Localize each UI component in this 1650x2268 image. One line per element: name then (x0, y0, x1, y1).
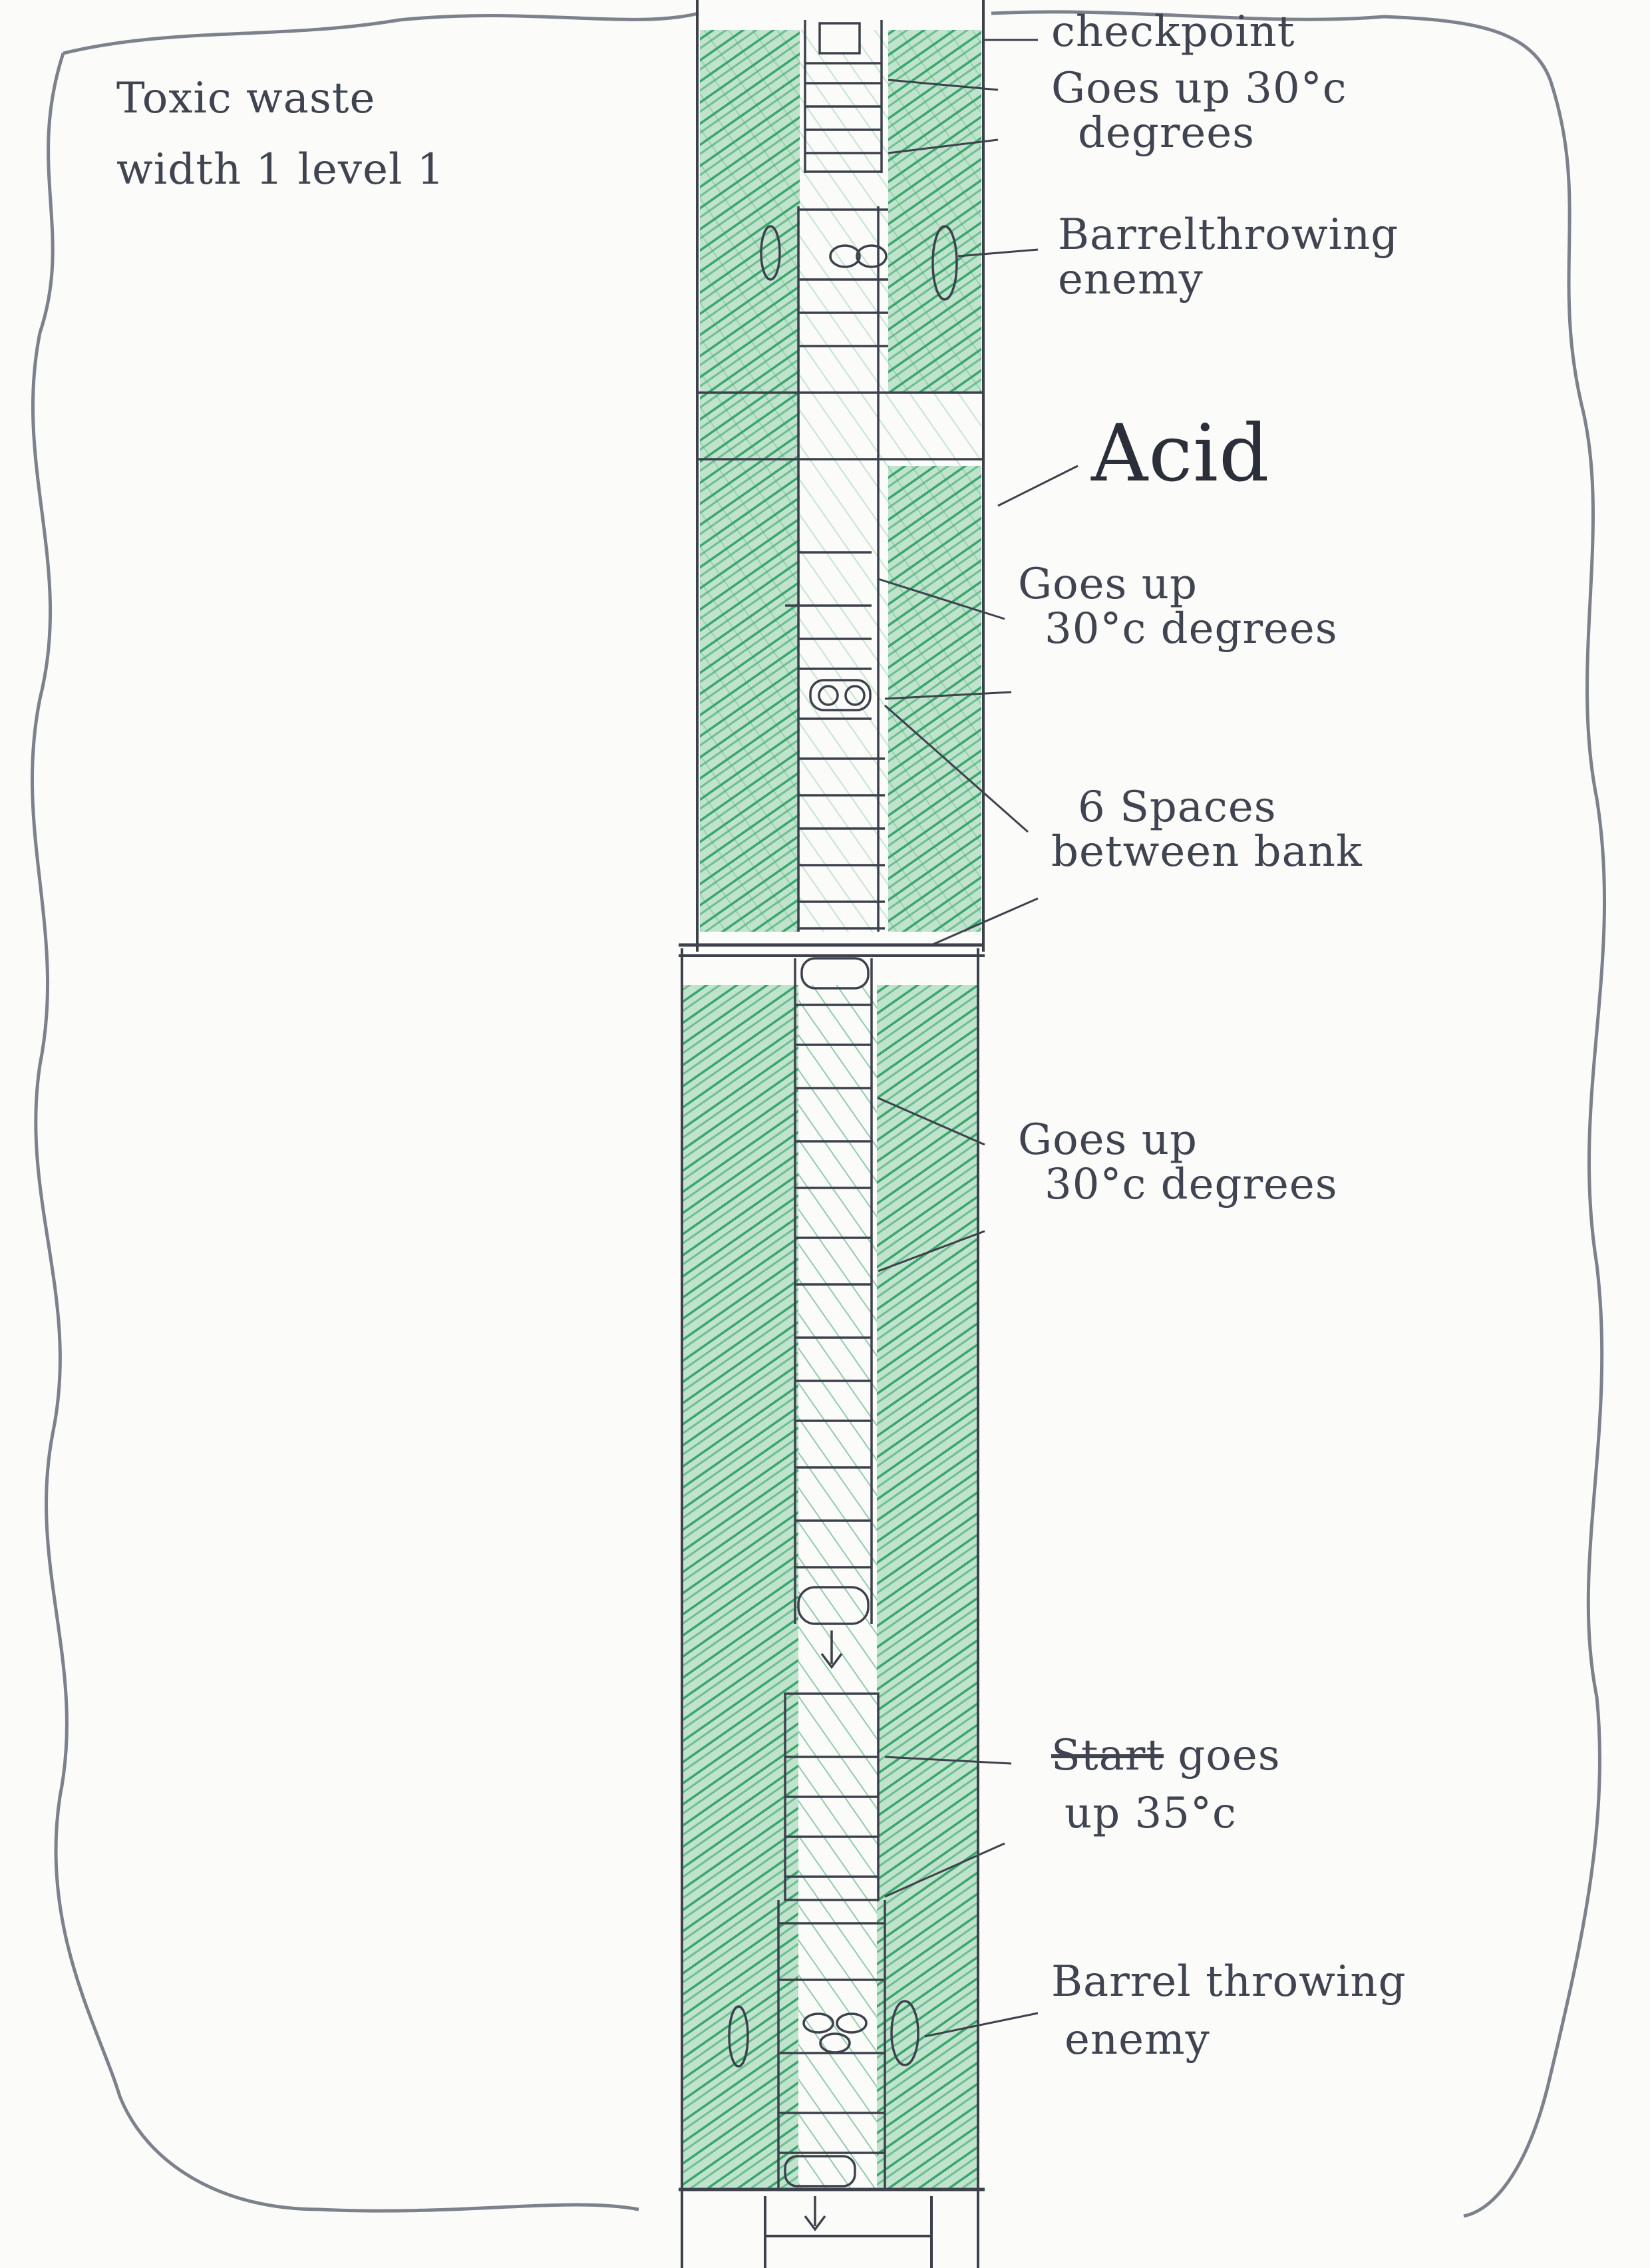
checkpoint-label: checkpoint (1051, 10, 1295, 55)
acid-zone (682, 985, 798, 2189)
title-line: width 1 level 1 (116, 148, 444, 192)
goes-up-label-1: Goes up 30°c degrees (1051, 67, 1347, 156)
goes-up-label-3: Goes up 30°c degrees (1018, 1118, 1338, 1207)
annotation-text: Goes up (1018, 562, 1338, 607)
annotation-text: Goes up (1018, 1118, 1338, 1163)
goes-up-label-4: Start goes up 35°c (1051, 1734, 1281, 1836)
annotation-text: Barrelthrowing (1058, 213, 1399, 258)
goes-up-label-2: Goes up 30°c degrees (1018, 562, 1338, 652)
acid-zone (877, 985, 978, 2189)
annotation-text: Barrel throwing (1051, 1960, 1406, 2004)
annotation-text: goes (1178, 1731, 1280, 1780)
level-title: Toxic waste width 1 level 1 (116, 77, 444, 192)
struck-text: Start (1051, 1731, 1164, 1780)
barrel-enemy-label-2: Barrel throwing enemy (1051, 1960, 1406, 2062)
acid-label: Acid (1091, 413, 1270, 495)
annotation-text: 30°c degrees (1045, 607, 1338, 652)
title-line: Toxic waste (116, 77, 444, 121)
annotation-text: degrees (1078, 111, 1347, 156)
annotation-text: enemy (1065, 2018, 1406, 2062)
annotation-text: enemy (1058, 258, 1399, 302)
annotation-text: between bank (1051, 830, 1363, 874)
annotation-text: 6 Spaces (1078, 785, 1363, 830)
annotation-text: 30°c degrees (1045, 1163, 1338, 1207)
spaces-label: 6 Spaces between bank (1051, 785, 1363, 874)
annotation-text: checkpoint (1051, 10, 1295, 55)
annotation-text: Goes up 30°c (1051, 67, 1347, 111)
annotation-text: Acid (1091, 413, 1270, 495)
barrel-enemy-label-1: Barrelthrowing enemy (1058, 213, 1399, 302)
annotation-text: up 35°c (1065, 1792, 1281, 1836)
